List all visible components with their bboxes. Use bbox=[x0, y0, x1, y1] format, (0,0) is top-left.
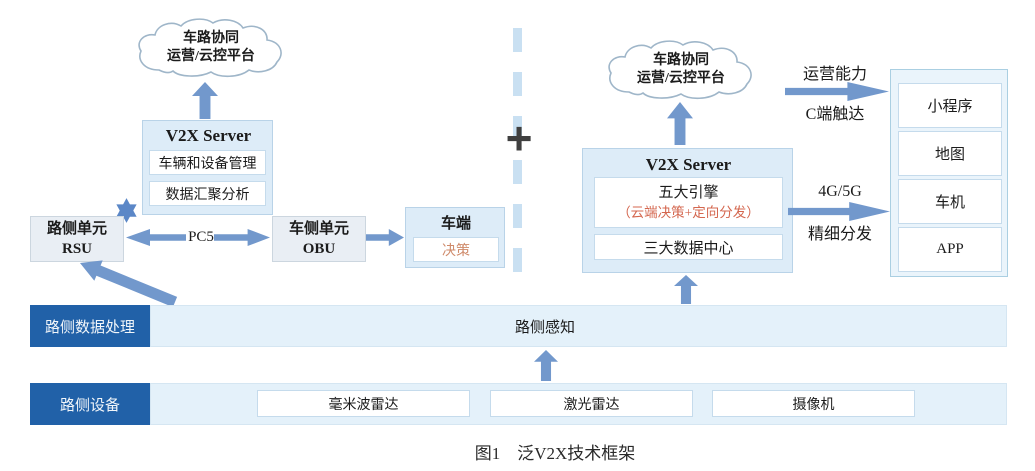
arrow-right-icon bbox=[788, 202, 890, 221]
data-aggregation-box: 数据汇聚分析 bbox=[149, 181, 266, 206]
arrow-left-icon bbox=[126, 229, 186, 246]
c-end-reach-label: C端触达 bbox=[805, 105, 865, 123]
vehicle-device-mgmt-box: 车辆和设备管理 bbox=[149, 150, 266, 175]
mmwave-radar-box: 毫米波雷达 bbox=[257, 390, 470, 417]
rsu-label-cn: 路侧单元 bbox=[46, 220, 107, 237]
pc5-label: PC5 bbox=[188, 228, 214, 245]
operation-capability-label: 运营能力 bbox=[802, 65, 867, 83]
roadside-perception-label: 路侧感知 bbox=[514, 319, 575, 336]
left-cloud: 车路协同 运营/云控平台 bbox=[131, 17, 291, 79]
cloud-icon bbox=[138, 18, 282, 78]
right-v2x-server-box: V2X Server 五大引擎 （云端决策+定向分发） 三大数据中心 bbox=[582, 148, 793, 273]
roadside-data-processing-label: 路侧数据处理 bbox=[30, 305, 150, 347]
apps-column: 小程序 地图 车机 APP bbox=[890, 69, 1008, 277]
five-engines-title: 五大引擎 bbox=[658, 185, 719, 202]
arrow-up-icon bbox=[534, 350, 558, 381]
five-engines-subtitle: （云端决策+定向分发） bbox=[617, 204, 760, 220]
car-machine-box: 车机 bbox=[898, 179, 1002, 224]
rsu-box: 路侧单元 RSU bbox=[30, 216, 124, 262]
4g5g-label: 4G/5G bbox=[818, 182, 862, 200]
app-box: APP bbox=[898, 227, 1002, 272]
figure-caption: 图1 泛V2X技术框架 bbox=[474, 443, 636, 463]
vehicle-title: 车端 bbox=[440, 215, 471, 232]
right-v2x-server-title: V2X Server bbox=[645, 155, 732, 174]
arrow-up-icon bbox=[667, 102, 693, 145]
plus-icon: + bbox=[505, 112, 533, 164]
obu-box: 车侧单元 OBU bbox=[272, 216, 366, 262]
arrow-right-icon bbox=[366, 229, 404, 246]
obu-label-en: OBU bbox=[302, 241, 336, 257]
five-engines-box: 五大引擎 （云端决策+定向分发） bbox=[594, 177, 783, 228]
arrow-right-icon bbox=[785, 82, 889, 101]
cloud-icon bbox=[608, 40, 752, 100]
left-v2x-server-title: V2X Server bbox=[165, 126, 252, 145]
three-data-centers-box: 三大数据中心 bbox=[594, 234, 783, 260]
map-box: 地图 bbox=[898, 131, 1002, 176]
star-icon bbox=[113, 197, 140, 224]
camera-box: 摄像机 bbox=[712, 390, 915, 417]
left-v2x-server-box: V2X Server 车辆和设备管理 数据汇聚分析 bbox=[142, 120, 273, 215]
cloud-text-line2: 运营/云控平台 bbox=[637, 71, 725, 86]
arrow-up-icon bbox=[192, 82, 218, 119]
obu-label-cn: 车侧单元 bbox=[288, 220, 349, 237]
cloud-text-line2: 运营/云控平台 bbox=[167, 49, 255, 64]
mini-program-box: 小程序 bbox=[898, 83, 1002, 128]
lidar-box: 激光雷达 bbox=[490, 390, 693, 417]
cloud-text-line1: 车路协同 bbox=[653, 52, 709, 68]
arrow-right-icon bbox=[214, 229, 270, 246]
right-cloud: 车路协同 运营/云控平台 bbox=[601, 39, 761, 101]
roadside-perception-bar bbox=[150, 305, 1007, 347]
arrow-up-icon bbox=[674, 275, 698, 304]
vehicle-box: 车端 决策 bbox=[405, 207, 505, 268]
decision-box: 决策 bbox=[413, 237, 499, 262]
roadside-devices-label: 路侧设备 bbox=[30, 383, 150, 425]
dashed-divider-line bbox=[513, 28, 522, 290]
rsu-label-en: RSU bbox=[61, 241, 92, 257]
cloud-text-line1: 车路协同 bbox=[183, 30, 239, 46]
arrow-diagonal-icon bbox=[55, 250, 195, 312]
fine-distribution-label: 精细分发 bbox=[807, 225, 872, 243]
